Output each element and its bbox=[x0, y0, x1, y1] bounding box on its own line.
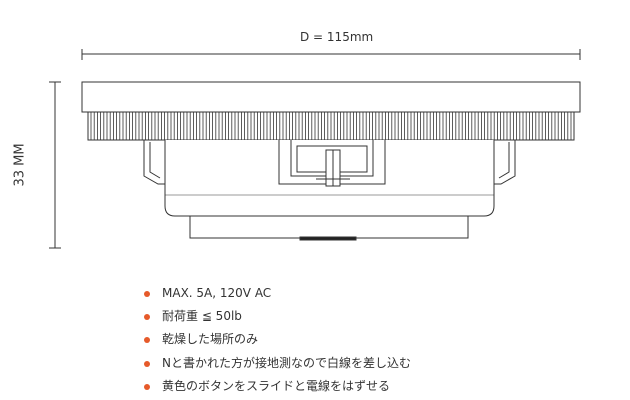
spec-item: 耐荷重 ≦ 50lb bbox=[140, 305, 411, 328]
bullet-icon bbox=[144, 291, 150, 297]
spec-text: Nと書かれた方が接地測なので白線を差し込む bbox=[162, 355, 411, 370]
right-clip bbox=[494, 139, 516, 185]
left-clip bbox=[143, 139, 165, 185]
spec-list: MAX. 5A, 120V AC 耐荷重 ≦ 50lb 乾燥した場所のみ Nと書… bbox=[140, 282, 411, 398]
spec-text: 黄色のボタンをスライドと電線をはずせる bbox=[162, 378, 391, 393]
bullet-icon bbox=[144, 314, 150, 321]
spec-text: 乾燥した場所のみ bbox=[162, 332, 259, 347]
bullet-icon bbox=[144, 383, 150, 390]
bullet-icon bbox=[144, 337, 150, 344]
product-side-view bbox=[49, 49, 581, 249]
top-cap bbox=[81, 81, 581, 113]
bottom-contact bbox=[299, 236, 357, 241]
spec-text: 耐荷重 ≦ 50lb bbox=[162, 309, 242, 324]
bottom-plate bbox=[189, 215, 469, 239]
right-clip-inner bbox=[498, 142, 510, 179]
diameter-label: D = 115mm bbox=[300, 30, 374, 44]
spec-item: 黄色のボタンをスライドと電線をはずせる bbox=[140, 375, 411, 398]
ribs bbox=[90, 112, 572, 140]
spec-text: MAX. 5A, 120V AC bbox=[162, 286, 272, 300]
spec-item: MAX. 5A, 120V AC bbox=[140, 282, 411, 305]
spec-item: 乾燥した場所のみ bbox=[140, 328, 411, 351]
spec-item: Nと書かれた方が接地測なので白線を差し込む bbox=[140, 352, 411, 375]
left-clip-inner bbox=[149, 142, 161, 179]
bullet-icon bbox=[144, 360, 150, 367]
